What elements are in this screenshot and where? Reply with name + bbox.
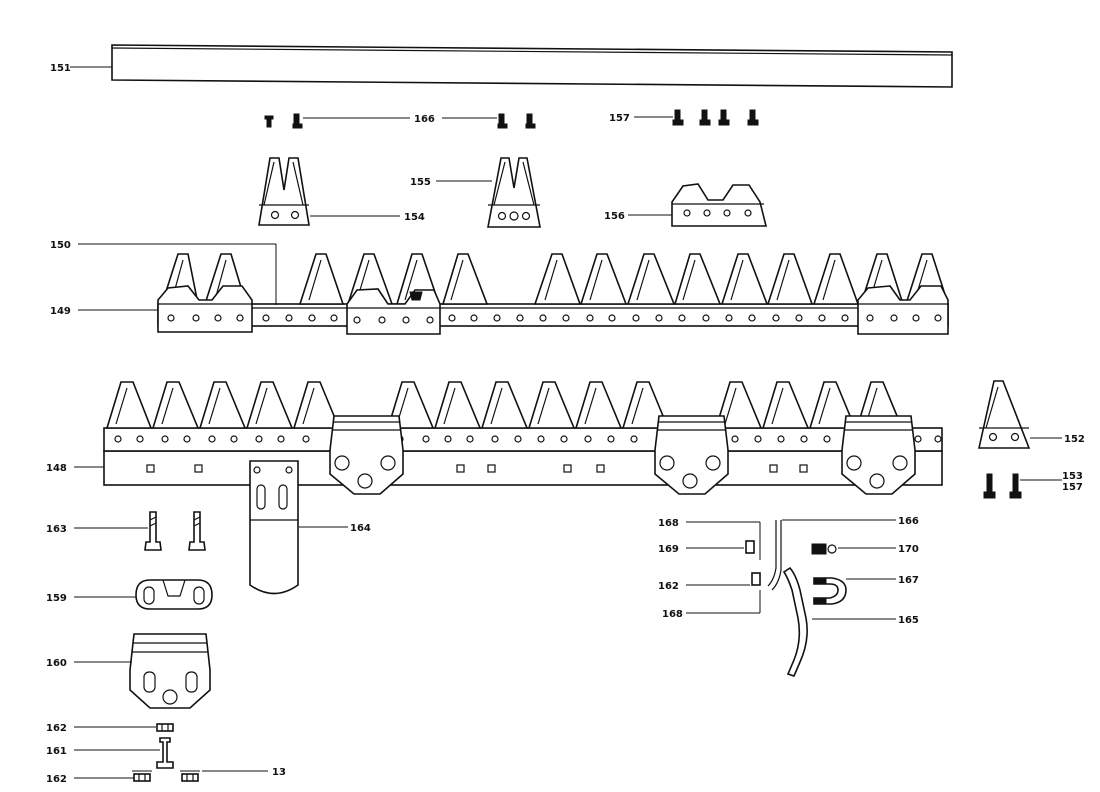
label-166-right: 166	[898, 516, 919, 527]
label-159: 159	[46, 593, 67, 604]
part-166-bolts	[264, 113, 536, 129]
part-149-knife-assembly	[157, 253, 950, 335]
part-148-guard-bar	[103, 381, 943, 495]
label-151: 151	[50, 63, 71, 74]
part-162-nut-bottom	[132, 770, 152, 782]
part-153-bolts	[983, 473, 1022, 499]
label-154: 154	[404, 212, 425, 223]
label-166-top: 166	[414, 114, 435, 125]
label-156: 156	[604, 211, 625, 222]
part-157-bolts	[672, 109, 759, 126]
label-153: 153	[1062, 471, 1083, 482]
label-168-b: 168	[662, 609, 683, 620]
part-161-bolt	[156, 737, 174, 769]
part-165-arm	[782, 566, 808, 677]
label-150: 150	[50, 240, 71, 251]
part-155-section	[487, 157, 541, 228]
label-157-top: 157	[609, 113, 630, 124]
part-151-bar	[111, 44, 953, 88]
label-167: 167	[898, 575, 919, 586]
label-160: 160	[46, 658, 67, 669]
part-154-section	[258, 157, 310, 226]
part-162-nut-top	[156, 723, 174, 732]
label-152: 152	[1064, 434, 1085, 445]
label-157-right: 157	[1062, 482, 1083, 493]
label-165: 165	[898, 615, 919, 626]
label-162-b: 162	[46, 774, 67, 785]
label-163: 163	[46, 524, 67, 535]
part-160-hold-down	[129, 633, 211, 709]
label-148: 148	[46, 463, 67, 474]
label-13: 13	[272, 767, 286, 778]
part-13-nut	[180, 770, 200, 782]
label-169: 169	[658, 544, 679, 555]
part-164-clip	[249, 460, 299, 595]
part-162-washer	[751, 572, 761, 586]
label-149: 149	[50, 306, 71, 317]
label-161: 161	[46, 746, 67, 757]
part-159-spacer	[135, 579, 213, 610]
part-170-pin	[811, 543, 837, 555]
part-163-bolts	[144, 511, 206, 551]
label-168-a: 168	[658, 518, 679, 529]
label-162-a: 162	[46, 723, 67, 734]
part-167-clevis	[813, 577, 847, 605]
label-162-c: 162	[658, 581, 679, 592]
part-169-pin	[745, 540, 755, 554]
part-152-guard	[978, 380, 1031, 449]
part-156-plate	[671, 183, 768, 227]
part-166-head	[767, 520, 782, 591]
label-170: 170	[898, 544, 919, 555]
label-164: 164	[350, 523, 371, 534]
label-155: 155	[410, 177, 431, 188]
